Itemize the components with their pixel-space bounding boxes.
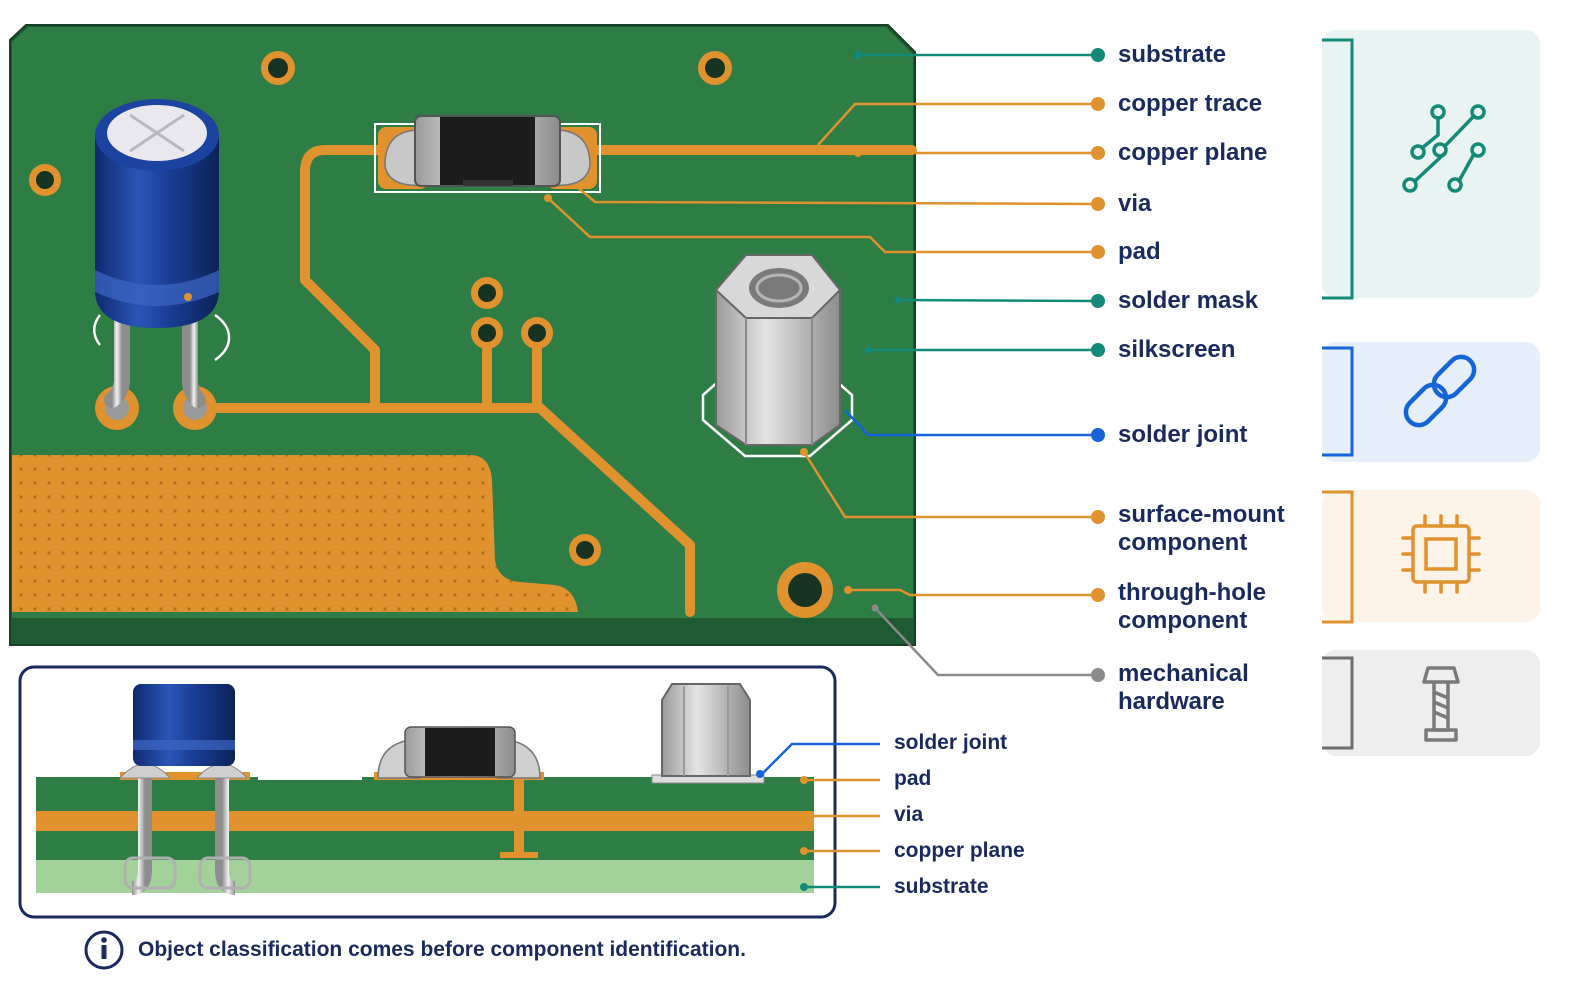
section-label-copper-plane: copper plane [894, 839, 1025, 862]
screw-icon [1422, 666, 1460, 742]
section-label-via: via [894, 803, 924, 826]
category-group-board-layers [1322, 30, 1540, 300]
callout-surface-mount-component: surface-mount component [1118, 501, 1285, 556]
callout-solder-mask: solder mask [1118, 287, 1259, 314]
hex-standoff [701, 254, 854, 458]
callout-silkscreen: silkscreen [1118, 336, 1236, 363]
chip-icon [1401, 514, 1481, 594]
section-label-substrate: substrate [894, 875, 989, 898]
footer-note: Object classification comes before compo… [138, 938, 746, 961]
section-label-solder-joint: solder joint [894, 731, 1008, 754]
callout-copper-plane: copper plane [1118, 139, 1268, 166]
callout-via: via [1118, 190, 1152, 217]
callout-pad: pad [1118, 238, 1161, 265]
callout-leaders [544, 48, 1105, 682]
section-label-pad: pad [894, 767, 932, 790]
smd-component [374, 115, 601, 193]
callout-mechanical-hardware: mechanical hardware [1118, 660, 1249, 715]
cross-section-leaders [756, 742, 880, 891]
through-hole-capacitor [93, 99, 231, 430]
chain-link-icon [1403, 354, 1477, 428]
info-icon [84, 930, 124, 970]
category-group-connections [1322, 342, 1540, 462]
pcb-board [9, 24, 917, 646]
circuit-trace-icon [1402, 104, 1486, 193]
callout-copper-trace: copper trace [1118, 90, 1263, 117]
callout-substrate: substrate [1118, 41, 1227, 68]
cross-section-panel [18, 665, 880, 919]
category-group-components [1322, 490, 1540, 624]
category-group-hardware [1322, 650, 1540, 756]
vias [29, 51, 833, 618]
callout-through-hole-component: through-hole component [1118, 579, 1266, 634]
callout-solder-joint: solder joint [1118, 421, 1248, 448]
